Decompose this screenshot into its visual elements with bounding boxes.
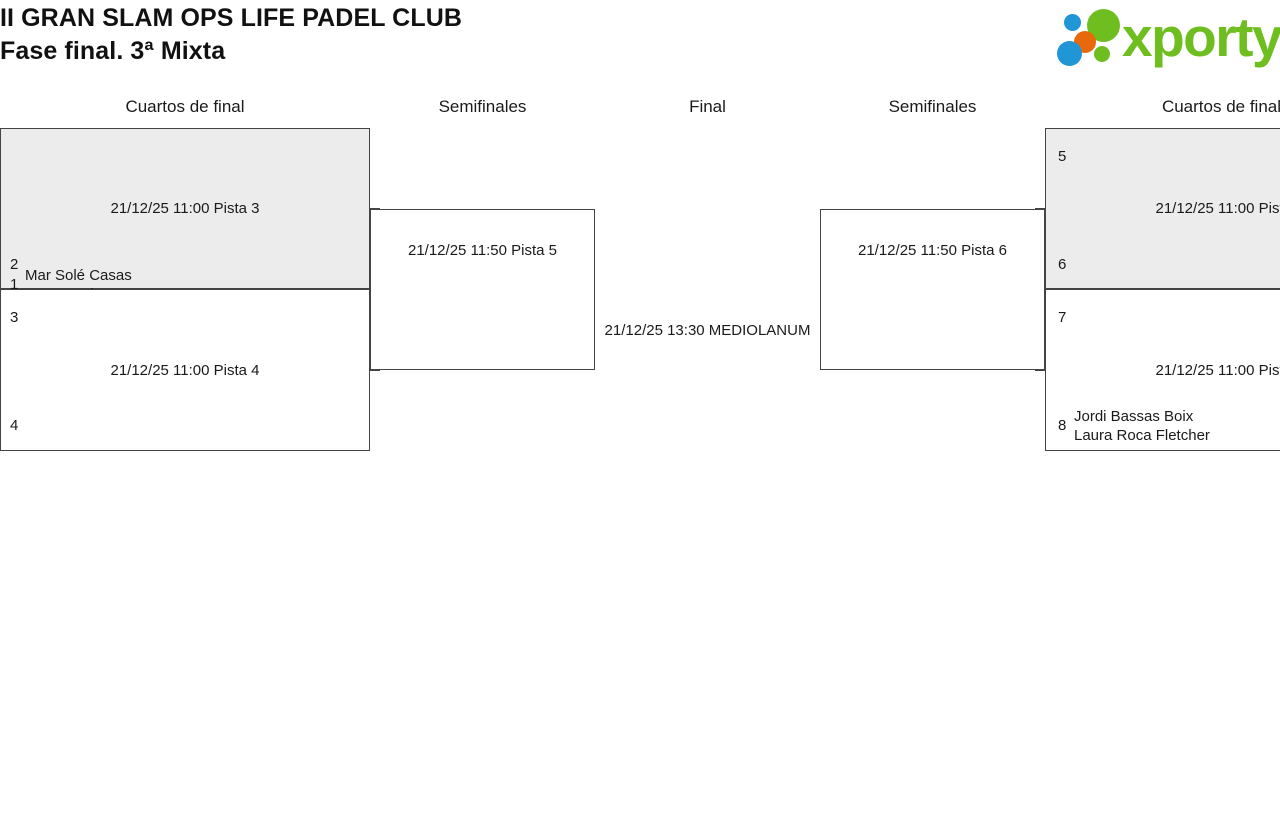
round-header-right-quarterfinals-clip: Cuartos de final [1045,95,1280,121]
player-name-8b: Laura Roca Fletcher [1074,427,1210,444]
blue-dot-small-icon [1064,14,1081,31]
player-name-8a: Jordi Bassas Boix [1074,408,1194,425]
match-box-right-qf1-clip: 5 21/12/25 11:00 Pista 1 6 [1045,128,1280,289]
blue-dot-large-icon [1057,41,1082,66]
match-info-final: 21/12/25 13:30 MEDIOLANUM [604,322,811,339]
final-slot[interactable]: 21/12/25 13:30 MEDIOLANUM [595,209,820,370]
green-dot-small-icon [1094,46,1110,62]
match-info-right-qf1: 21/12/25 11:00 Pista 1 [1155,200,1280,217]
connector-left-qf2-to-sf [370,370,380,371]
logo-wordmark: xporty [1122,6,1280,68]
match-box-right-qf1[interactable]: 5 21/12/25 11:00 Pista 1 6 [1045,128,1280,289]
tournament-phase: Fase final. 3ª Mixta [0,37,226,65]
seed-number-7: 7 [1058,309,1067,326]
round-header-final: Final [689,97,726,116]
match-info-right-semifinal: 21/12/25 11:50 Pista 6 [857,242,1007,259]
connector-right-qf2-to-sf [1035,370,1045,371]
xporty-logo[interactable]: xporty [1048,4,1280,70]
tournament-name: II GRAN SLAM OPS LIFE PADEL CLUB [0,4,463,32]
match-box-right-qf2[interactable]: 7 21/12/25 11:00 Pista 2 8 Jordi Bassas … [1045,289,1280,451]
connector-right-qf1-to-sf [1035,208,1045,209]
match-box-left-qf2[interactable]: 3 21/12/25 11:00 Pista 4 4 [0,289,370,451]
round-header-left-semifinals: Semifinales [438,97,527,116]
match-box-left-qf1[interactable]: 1 Mar Solé Casas Oscar Ortiz 21/12/25 11… [0,128,370,303]
match-box-right-semifinal[interactable]: 21/12/25 11:50 Pista 6 [820,209,1045,370]
seed-number-2: 2 [10,256,19,273]
seed-number-3: 3 [10,309,19,326]
seed-number-4: 4 [10,417,19,434]
match-info-left-qf2: 21/12/25 11:00 Pista 4 [110,362,260,379]
match-info-left-qf1: 21/12/25 11:00 Pista 3 [110,200,260,217]
player-name-1a: Mar Solé Casas [25,267,132,284]
connector-left-qf1-to-sf [370,208,380,209]
match-info-left-semifinal: 21/12/25 11:50 Pista 5 [407,242,557,259]
seed-number-1: 1 [10,276,19,293]
match-box-left-semifinal[interactable]: 21/12/25 11:50 Pista 5 [370,209,595,370]
page-title: II GRAN SLAM OPS LIFE PADEL CLUB Fase fi… [0,2,462,68]
match-box-right-qf2-clip: 7 21/12/25 11:00 Pista 2 8 Jordi Bassas … [1045,289,1280,451]
round-header-right-quarterfinals: Cuartos de final [1161,97,1280,116]
match-info-right-qf2: 21/12/25 11:00 Pista 2 [1155,362,1280,379]
page-header: II GRAN SLAM OPS LIFE PADEL CLUB Fase fi… [0,0,1280,75]
logo-dots-icon [1056,7,1128,69]
seed-number-6: 6 [1058,256,1067,273]
seed-number-8: 8 [1058,417,1067,434]
round-header-right-semifinals: Semifinales [888,97,977,116]
round-header-left-quarterfinals: Cuartos de final [125,97,245,116]
seed-number-5: 5 [1058,148,1067,165]
